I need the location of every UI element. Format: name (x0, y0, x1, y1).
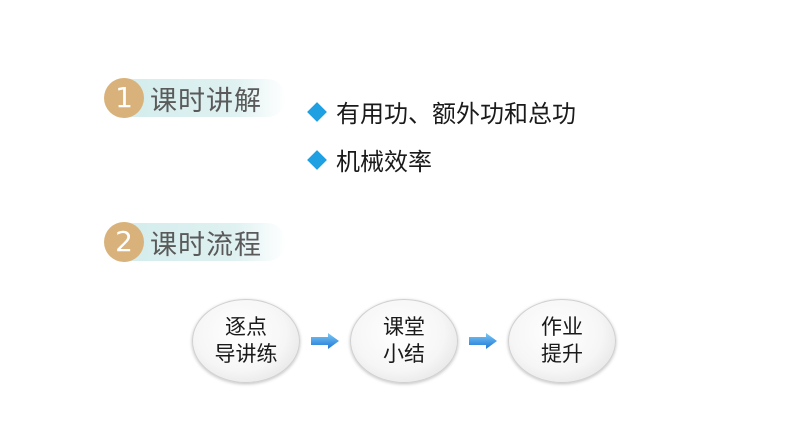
diamond-bullet-icon (307, 101, 327, 122)
section-header-lesson-flow: 2 课时流程 (104, 222, 286, 262)
flow-step-summary: 课堂 小结 (350, 299, 458, 383)
right-arrow-icon (311, 333, 339, 349)
flow-step-practice: 逐点 导讲练 (192, 299, 300, 383)
section-number-badge: 2 (104, 222, 144, 262)
flow-step-line: 逐点 (225, 315, 267, 339)
flow-step-line: 提升 (541, 342, 583, 366)
bullet-text: 有用功、额外功和总功 (336, 100, 576, 128)
section-header-lesson-explanation: 1 课时讲解 (104, 78, 286, 118)
flow-step-line: 导讲练 (214, 342, 278, 366)
flow-step-line: 作业 (541, 315, 583, 339)
bullet-item: 机械效率 (306, 142, 432, 177)
right-arrow-icon (469, 333, 497, 349)
flow-step-line: 小结 (383, 342, 425, 366)
flow-step-homework: 作业 提升 (508, 299, 616, 383)
bullet-item: 有用功、额外功和总功 (306, 94, 576, 129)
bullet-text: 机械效率 (336, 148, 432, 176)
flow-step-line: 课堂 (383, 315, 425, 339)
section-title: 课时讲解 (150, 85, 262, 117)
section-title: 课时流程 (150, 229, 262, 261)
section-number-badge: 1 (104, 78, 144, 118)
diamond-bullet-icon (307, 149, 327, 170)
